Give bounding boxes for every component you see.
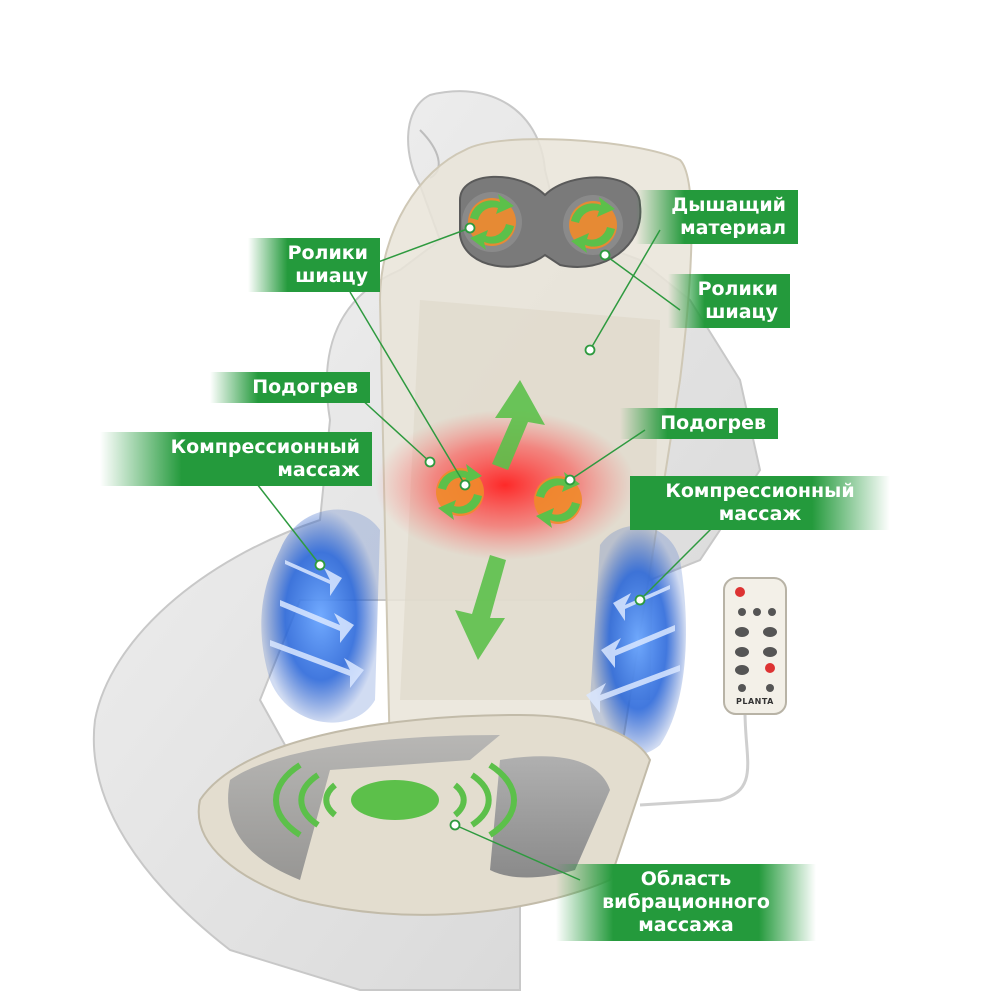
label-line: Компрессионный: [665, 480, 855, 502]
label-vibration-area: Область вибрационного массажа: [556, 864, 816, 941]
heat-zone: [375, 410, 635, 560]
label-compression-right: Компрессионный массаж: [630, 476, 890, 530]
label-line: массаж: [277, 459, 360, 481]
label-compression-left: Компрессионный массаж: [100, 432, 372, 486]
leader-lines: [249, 222, 721, 881]
label-line: Область: [640, 868, 732, 890]
label-line: Ролики: [697, 278, 778, 300]
label-heating-right: Подогрев: [620, 408, 778, 439]
label-shiatsu-rollers-neck-right: Ролики шиацу: [668, 274, 790, 328]
remote-control: [639, 577, 787, 807]
label-shiatsu-rollers-neck-left: Ролики шиацу: [248, 238, 380, 292]
label-line: материал: [680, 217, 786, 239]
label-line: Ролики: [287, 242, 368, 264]
label-line: шиацу: [295, 265, 368, 287]
label-line: вибрационного: [602, 891, 770, 913]
label-line: Подогрев: [252, 376, 358, 398]
label-line: шиацу: [705, 301, 778, 323]
label-line: Компрессионный: [170, 436, 360, 458]
up-down-arrow: [455, 380, 545, 660]
remote-brand: PLANTA: [736, 697, 774, 706]
label-line: массаж: [718, 503, 802, 525]
label-line: Дышащий: [671, 194, 786, 216]
vibration-rings: [273, 762, 517, 838]
label-line: Подогрев: [660, 412, 766, 434]
label-heating-left: Подогрев: [210, 372, 370, 403]
label-breathable-material: Дышащий материал: [636, 190, 798, 244]
label-line: массажа: [638, 914, 734, 936]
compression-pads: [261, 509, 686, 755]
